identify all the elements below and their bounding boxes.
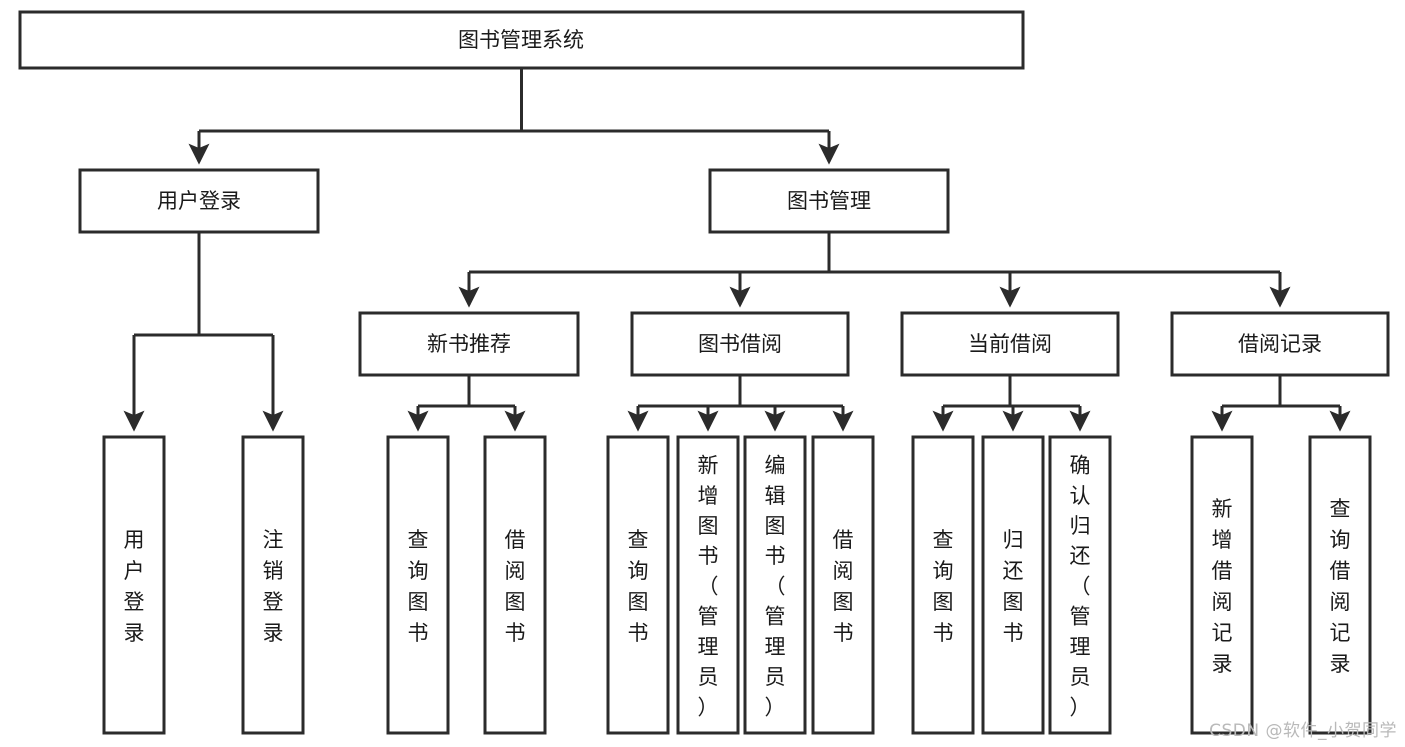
node-book-borrow-label: 图书借阅 bbox=[698, 332, 782, 356]
node-leaf-query-book-current-box bbox=[911, 435, 975, 735]
node-root-system-box bbox=[18, 10, 1025, 70]
node-leaf-query-book-borrow-box bbox=[606, 435, 670, 735]
node-leaf-return-book[interactable]: 归还图书 bbox=[981, 435, 1045, 735]
node-leaf-edit-book-admin-box bbox=[743, 435, 807, 735]
node-user-login[interactable]: 用户登录 bbox=[78, 168, 320, 234]
node-leaf-query-book-new-label: 查询图书 bbox=[408, 528, 429, 645]
node-current-borrow[interactable]: 当前借阅 bbox=[900, 311, 1120, 377]
node-leaf-add-borrow-record[interactable]: 新增借阅记录 bbox=[1190, 435, 1254, 735]
node-leaf-query-borrow-record-label: 查询借阅记录 bbox=[1330, 497, 1351, 676]
node-leaf-borrow-book-box bbox=[811, 435, 875, 735]
node-borrow-record-box bbox=[1170, 311, 1390, 377]
node-leaf-logout[interactable]: 注销登录 bbox=[241, 435, 305, 735]
node-leaf-user-login-box bbox=[102, 435, 166, 735]
node-new-book-recommend[interactable]: 新书推荐 bbox=[358, 311, 580, 377]
node-leaf-borrow-book-label: 借阅图书 bbox=[833, 528, 854, 645]
node-leaf-add-book-admin-label: 新增图书（管理员） bbox=[698, 454, 719, 720]
node-leaf-user-login[interactable]: 用户登录 bbox=[102, 435, 166, 735]
node-leaf-edit-book-admin-label: 编辑图书（管理员） bbox=[765, 454, 786, 720]
node-leaf-query-borrow-record[interactable]: 查询借阅记录 bbox=[1308, 435, 1372, 735]
node-leaf-add-book-admin[interactable]: 新增图书（管理员） bbox=[676, 435, 740, 735]
node-leaf-confirm-return-admin-label: 确认归还（管理员） bbox=[1070, 454, 1091, 720]
node-leaf-logout-box bbox=[241, 435, 305, 735]
node-leaf-query-book-current-label: 查询图书 bbox=[933, 528, 954, 645]
node-borrow-record-label: 借阅记录 bbox=[1238, 332, 1322, 356]
node-book-borrow[interactable]: 图书借阅 bbox=[630, 311, 850, 377]
connectors-group bbox=[123, 68, 1351, 432]
node-root-system-label: 图书管理系统 bbox=[458, 28, 584, 52]
node-leaf-return-book-label: 归还图书 bbox=[1003, 528, 1024, 645]
node-new-book-recommend-label: 新书推荐 bbox=[427, 332, 511, 356]
node-leaf-query-book-borrow-label: 查询图书 bbox=[628, 528, 649, 645]
node-user-login-box bbox=[78, 168, 320, 234]
node-book-manage[interactable]: 图书管理 bbox=[708, 168, 950, 234]
node-leaf-query-book-new[interactable]: 查询图书 bbox=[386, 435, 450, 735]
node-leaf-confirm-return-admin[interactable]: 确认归还（管理员） bbox=[1048, 435, 1112, 735]
node-leaf-borrow-book-new[interactable]: 借阅图书 bbox=[483, 435, 547, 735]
node-new-book-recommend-box bbox=[358, 311, 580, 377]
node-leaf-borrow-book-new-label: 借阅图书 bbox=[505, 528, 526, 645]
node-leaf-return-book-box bbox=[981, 435, 1045, 735]
node-leaf-add-borrow-record-box bbox=[1190, 435, 1254, 735]
node-leaf-query-book-borrow[interactable]: 查询图书 bbox=[606, 435, 670, 735]
node-leaf-borrow-book[interactable]: 借阅图书 bbox=[811, 435, 875, 735]
node-root-system[interactable]: 图书管理系统 bbox=[18, 10, 1025, 70]
node-leaf-logout-label: 注销登录 bbox=[263, 528, 284, 645]
node-leaf-edit-book-admin[interactable]: 编辑图书（管理员） bbox=[743, 435, 807, 735]
node-leaf-add-borrow-record-label: 新增借阅记录 bbox=[1212, 497, 1233, 676]
node-leaf-user-login-label: 用户登录 bbox=[124, 528, 145, 645]
node-current-borrow-box bbox=[900, 311, 1120, 377]
node-borrow-record[interactable]: 借阅记录 bbox=[1170, 311, 1390, 377]
node-user-login-label: 用户登录 bbox=[157, 189, 241, 213]
node-leaf-query-book-new-box bbox=[386, 435, 450, 735]
node-leaf-query-borrow-record-box bbox=[1308, 435, 1372, 735]
node-book-manage-label: 图书管理 bbox=[787, 189, 871, 213]
node-leaf-add-book-admin-box bbox=[676, 435, 740, 735]
node-leaf-confirm-return-admin-box bbox=[1048, 435, 1112, 735]
node-book-borrow-box bbox=[630, 311, 850, 377]
node-current-borrow-label: 当前借阅 bbox=[968, 332, 1052, 356]
node-leaf-query-book-current[interactable]: 查询图书 bbox=[911, 435, 975, 735]
node-leaf-borrow-book-new-box bbox=[483, 435, 547, 735]
node-book-manage-box bbox=[708, 168, 950, 234]
